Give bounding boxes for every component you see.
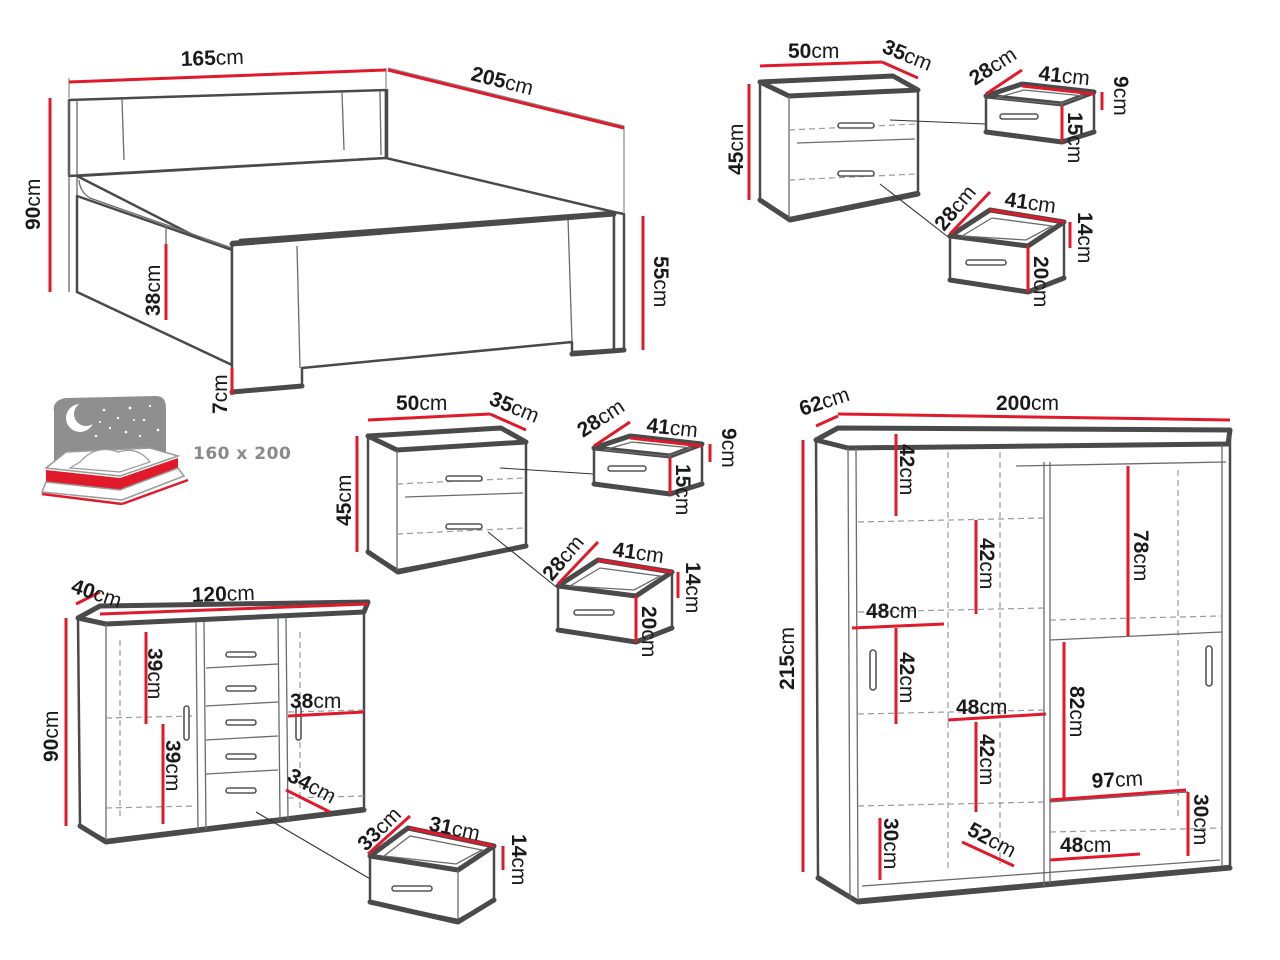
nightstand-mid-upper-depth-label: 28cm <box>573 395 629 442</box>
dresser-shelf-width-label: 38cm <box>290 690 341 713</box>
nightstand-mid-upper-front-label: 15cm <box>671 464 694 515</box>
nightstand-mid-depth-label: 35cm <box>486 387 542 428</box>
nightstand-mid-drawer-upper: 28cm 41cm 9cm 15cm <box>573 395 740 515</box>
bed-headboard-height-label: 90cm <box>22 179 45 230</box>
wardrobe-mid-shelf-1-label: 42cm <box>975 538 998 589</box>
wardrobe-left-bottom-label: 30cm <box>879 818 902 869</box>
bed-footboard-height-label: 55cm <box>649 256 672 307</box>
dresser: 40cm 120cm 90cm 39cm 39cm 38cm 34cm 33cm… <box>40 575 530 925</box>
wardrobe-width-label: 200cm <box>996 392 1059 415</box>
nightstand-top-lower-height-label: 14cm <box>1073 212 1096 263</box>
dresser-upper-shelf-label: 39cm <box>143 648 166 699</box>
dresser-width-label: 120cm <box>191 582 255 607</box>
nightstand-top-width-label: 50cm <box>788 40 839 63</box>
wardrobe-height-label: 215cm <box>776 627 799 690</box>
bed-width-label: 165cm <box>180 46 244 71</box>
nightstand-top-lower-front-label: 20cm <box>1029 256 1052 307</box>
wardrobe-left-shelf-1-label: 42cm <box>895 444 918 495</box>
wardrobe-left-shelf-2-label: 42cm <box>895 652 918 703</box>
nightstand-top-drawer-upper: 28cm 41cm 9cm 15cm <box>965 43 1132 163</box>
wardrobe-mid-shelf-2-label: 42cm <box>975 734 998 785</box>
nightstand-top-drawer-lower: 28cm 41cm 14cm 20cm <box>930 181 1096 307</box>
dresser-drawer: 33cm 31cm 14cm <box>353 803 530 925</box>
bed-width-dimension <box>68 68 387 84</box>
mattress-size-label: 160 x 200 <box>193 444 291 464</box>
nightstand-mid-lower-height-label: 14cm <box>681 562 704 613</box>
wardrobe-right-bottom-label: 30cm <box>1189 794 1212 845</box>
nightstand-top-upper-front-label: 15cm <box>1063 112 1086 163</box>
bed-length-dimension <box>387 68 625 130</box>
bed-with-starry-night-icon: 160 x 200 <box>40 396 291 506</box>
nightstand-mid: 50cm 35cm 45cm 28cm 41cm 9cm 15cm <box>333 387 740 657</box>
wardrobe-right-rail-width-label: 97cm <box>1091 767 1143 793</box>
wardrobe-right-upper-label: 78cm <box>1129 530 1152 581</box>
dresser-drawer-width-label: 31cm <box>427 812 482 845</box>
nightstand-top-depth-label: 35cm <box>879 35 935 76</box>
nightstand-mid-upper-width-label: 41cm <box>645 414 698 442</box>
wardrobe: 62cm 200cm 215cm 42cm 48cm 42cm 30cm 42c… <box>776 383 1233 905</box>
wardrobe-right-drawer-width-label: 48cm <box>1060 834 1111 857</box>
wardrobe-left-width-label: 48cm <box>866 600 917 623</box>
mattress-red-icon <box>46 470 120 490</box>
bed-length-label: 205cm <box>469 63 536 101</box>
wardrobe-right-hanging-label: 82cm <box>1065 686 1088 737</box>
wardrobe-depth-label: 62cm <box>796 383 852 421</box>
nightstand-mid-lower-width-label: 41cm <box>611 538 665 568</box>
wardrobe-mid-width-label: 48cm <box>956 696 1007 719</box>
dresser-lower-shelf-label: 39cm <box>161 740 184 791</box>
nightstand-top-height-label: 45cm <box>725 124 748 175</box>
nightstand-top-upper-depth-label: 28cm <box>965 43 1021 90</box>
nightstand-mid-drawer-lower: 28cm 41cm 14cm 20cm <box>538 531 704 657</box>
nightstand-top-upper-width-label: 41cm <box>1037 62 1090 90</box>
nightstand-top-drawer-handle <box>837 170 875 177</box>
bed-frame-height-label: 38cm <box>142 265 165 316</box>
nightstand-top: 50cm 35cm 45cm 28cm 41cm 9cm 15cm <box>725 35 1132 307</box>
nightstand-top-upper-height-label: 9cm <box>1109 76 1132 116</box>
nightstand-mid-upper-height-label: 9cm <box>717 428 740 468</box>
nightstand-top-drawer-handle <box>837 122 875 129</box>
nightstand-mid-lower-front-label: 20cm <box>637 606 660 657</box>
dresser-drawer-height-label: 14cm <box>507 834 530 885</box>
dresser-height-label: 90cm <box>40 711 63 762</box>
nightstand-top-lower-width-label: 41cm <box>1003 188 1057 218</box>
nightstand-mid-height-label: 45cm <box>333 475 356 526</box>
bed-drawing: 165cm 205cm 90cm 55cm 38cm 7cm <box>22 46 672 414</box>
bed-clearance-label: 7cm <box>209 374 232 414</box>
nightstand-mid-width-label: 50cm <box>396 392 447 415</box>
